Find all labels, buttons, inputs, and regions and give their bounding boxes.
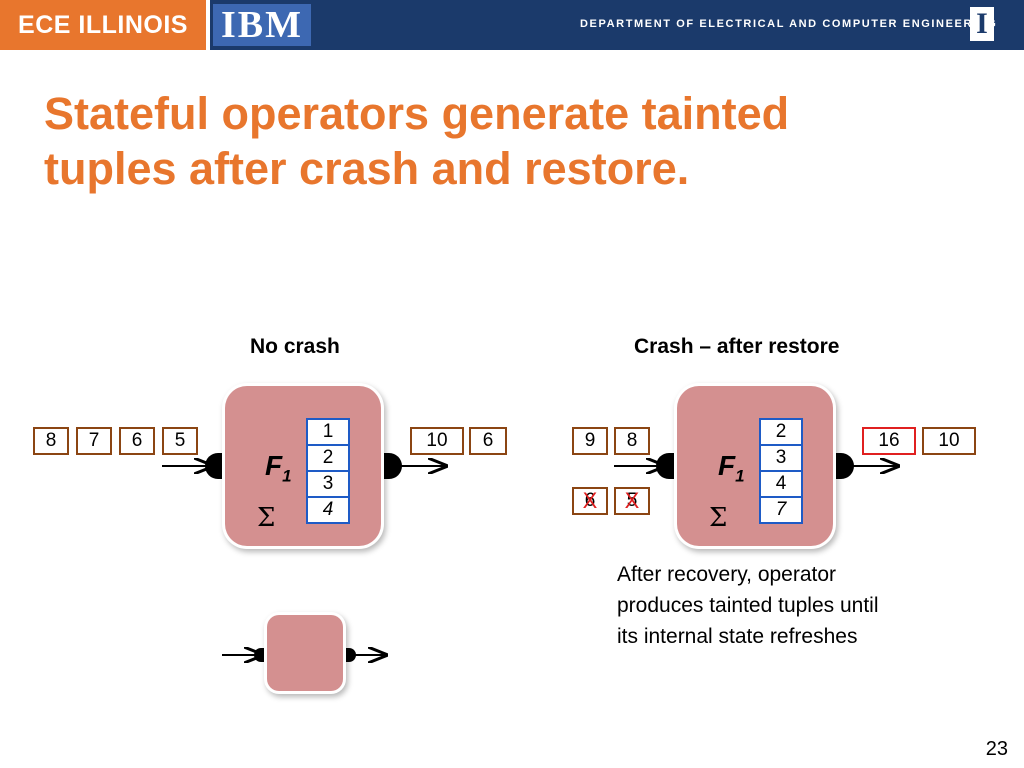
operator-label-crash: F1 — [718, 450, 745, 487]
no-crash-caption: No crash — [250, 335, 340, 358]
state-cell: 2 — [761, 420, 801, 446]
state-cell: 1 — [308, 420, 348, 446]
lost-tuple: 5 X — [614, 487, 650, 515]
small-operator-box — [267, 615, 343, 691]
crash-caption: Crash – after restore — [634, 335, 840, 358]
input-tuple: 5 — [162, 427, 198, 455]
input-tuple: 8 — [33, 427, 69, 455]
input-tuple: 8 — [614, 427, 650, 455]
tainted-output-tuple: 16 — [862, 427, 916, 455]
operator-subscript: 1 — [282, 466, 292, 486]
state-cell: 2 — [308, 446, 348, 472]
lost-mark-icon: X — [624, 488, 640, 513]
lost-mark-icon: X — [582, 488, 598, 513]
block-i-logo: I — [970, 7, 994, 41]
department-name: DEPARTMENT OF ELECTRICAL AND COMPUTER EN… — [580, 18, 998, 30]
state-cell: 3 — [308, 472, 348, 498]
operator-box-crash — [677, 386, 833, 546]
lost-tuple-value: 6 — [584, 490, 596, 511]
note-line-3: its internal state refreshes — [617, 625, 858, 648]
slide-title: Stateful operators generate tainted tupl… — [44, 86, 944, 196]
lost-tuple-value: 5 — [626, 490, 638, 511]
state-stack-no-crash: 1 2 3 4 — [306, 418, 350, 524]
state-cell: 4 — [761, 472, 801, 498]
sigma-symbol-no-crash: Σ — [257, 503, 276, 533]
output-tuple: 6 — [469, 427, 507, 455]
lost-tuple: 6 X — [572, 487, 608, 515]
banner-divider — [206, 0, 210, 50]
output-tuple: 10 — [922, 427, 976, 455]
operator-name: F — [718, 450, 736, 481]
operator-box-no-crash — [225, 386, 381, 546]
explanation-note: After recovery, operator produces tainte… — [617, 559, 957, 652]
note-line-2: produces tainted tuples until — [617, 594, 879, 617]
page-number: 23 — [985, 738, 1008, 760]
output-tuple: 10 — [410, 427, 464, 455]
input-tuple: 9 — [572, 427, 608, 455]
title-line-1: Stateful operators generate tainted — [44, 88, 790, 139]
ibm-logo-text: IBM — [221, 4, 303, 46]
operator-label-no-crash: F1 — [265, 450, 292, 487]
header-banner: ECE ILLINOIS IBM DEPARTMENT OF ELECTRICA… — [0, 0, 1024, 50]
input-tuple: 6 — [119, 427, 155, 455]
operator-subscript: 1 — [735, 466, 745, 486]
state-cell: 3 — [761, 446, 801, 472]
note-line-1: After recovery, operator — [617, 563, 837, 586]
ece-illinois-logo: ECE ILLINOIS — [0, 0, 206, 50]
state-cell: 4 — [322, 499, 334, 520]
state-cell: 7 — [775, 499, 787, 520]
ibm-logo: IBM — [213, 4, 311, 46]
title-line-2: tuples after crash and restore. — [44, 143, 690, 194]
operator-name: F — [265, 450, 283, 481]
state-stack-crash: 2 3 4 7 — [759, 418, 803, 524]
input-tuple: 7 — [76, 427, 112, 455]
sigma-symbol-crash: Σ — [709, 503, 728, 533]
